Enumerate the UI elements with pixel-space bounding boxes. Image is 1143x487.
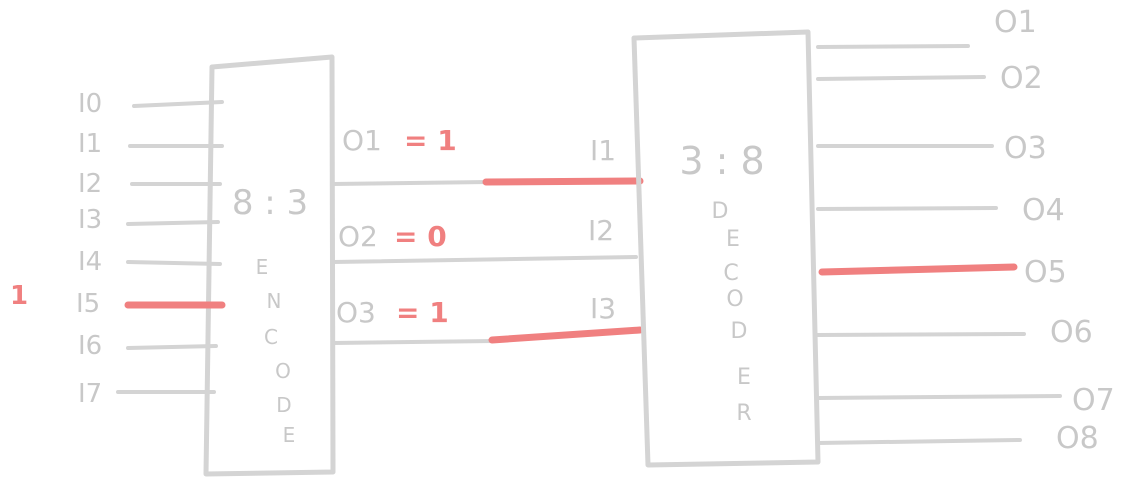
dec-output-o3: O3 bbox=[1004, 131, 1047, 166]
input-label-i2: I2 bbox=[78, 169, 102, 199]
enc-output-o1-value: = 1 bbox=[404, 124, 457, 157]
decoder-letter: R bbox=[736, 401, 751, 426]
decoder-title: 3 : 8 bbox=[679, 139, 764, 183]
wire-out-o6 bbox=[816, 332, 1026, 337]
dec-input-i3: I3 bbox=[590, 292, 616, 325]
enc-output-o1-label: O1 bbox=[342, 124, 382, 157]
wire-o2 bbox=[331, 255, 638, 264]
enc-output-o3-value: = 1 bbox=[396, 296, 449, 329]
decoder-block: 3 : 8 D E C O D E R bbox=[631, 29, 821, 468]
decoder-letter: E bbox=[737, 365, 751, 390]
encoder-title: 8 : 3 bbox=[232, 183, 308, 223]
encoder-input-labels: I0 I1 I2 I3 I4 I5 I6 I7 bbox=[76, 89, 102, 409]
decoder-letter: E bbox=[726, 227, 740, 252]
dec-output-o7: O7 bbox=[1072, 383, 1115, 418]
wire-o3-active bbox=[488, 326, 644, 344]
encoder-letter: O bbox=[275, 359, 291, 383]
dec-input-i2: I2 bbox=[588, 214, 614, 247]
input-label-i3: I3 bbox=[78, 205, 102, 235]
encoder-letter: C bbox=[264, 325, 278, 349]
dec-output-o4: O4 bbox=[1022, 193, 1065, 228]
encoder-vertical-label: E N C O D E bbox=[256, 255, 296, 447]
encoder-block: 8 : 3 E N C O D E bbox=[203, 54, 336, 477]
wire-out-o2 bbox=[816, 75, 986, 81]
input-label-i6: I6 bbox=[78, 331, 102, 361]
link-wires-active bbox=[482, 177, 644, 344]
input-label-i4: I4 bbox=[78, 247, 102, 277]
encoder-input-wires bbox=[116, 100, 224, 394]
wire-out-o8 bbox=[816, 438, 1022, 445]
dec-output-o1: O1 bbox=[994, 5, 1037, 40]
decoder-box bbox=[631, 29, 821, 468]
wire-out-o7 bbox=[816, 394, 1062, 400]
decoder-output-labels: O1 O2 O3 O4 O5 O6 O7 O8 bbox=[994, 5, 1115, 456]
decoder-letter: D bbox=[712, 199, 729, 224]
wire-i0 bbox=[132, 100, 224, 108]
encoder-letter: E bbox=[283, 423, 296, 447]
wire-i4 bbox=[126, 260, 222, 266]
decoder-letter: C bbox=[723, 261, 738, 286]
input-label-i0: I0 bbox=[78, 89, 102, 119]
enc-output-o2-label: O2 bbox=[338, 220, 378, 253]
encoder-letter: D bbox=[276, 393, 291, 417]
dec-output-o6: O6 bbox=[1050, 315, 1093, 350]
wire-out-o5-active bbox=[818, 263, 1018, 276]
wire-i3 bbox=[126, 220, 220, 226]
wire-o3-gray bbox=[331, 339, 496, 345]
wire-o1-gray bbox=[331, 180, 490, 186]
dec-input-i1: I1 bbox=[590, 134, 616, 167]
link-wires bbox=[331, 180, 638, 345]
dec-output-o2: O2 bbox=[1000, 61, 1043, 96]
input-label-i5: I5 bbox=[76, 289, 100, 319]
encoder-box bbox=[203, 54, 336, 477]
decoder-letter: O bbox=[726, 287, 743, 312]
encoder-output-labels: O1 = 1 O2 = 0 O3 = 1 bbox=[336, 124, 457, 329]
wire-o1-active bbox=[482, 177, 644, 186]
decoder-input-labels: I1 I2 I3 bbox=[588, 134, 616, 325]
enc-output-o2-value: = 0 bbox=[394, 220, 447, 253]
dec-output-o5: O5 bbox=[1024, 255, 1067, 290]
decoder-letter: D bbox=[731, 319, 748, 344]
input-label-i7: I7 bbox=[78, 379, 102, 409]
dec-output-o8: O8 bbox=[1056, 421, 1099, 456]
decoder-output-wires bbox=[816, 44, 1062, 445]
decoder-vertical-label: D E C O D E R bbox=[712, 199, 752, 426]
active-input-value: 1 bbox=[10, 281, 28, 311]
encoder-letter: E bbox=[256, 255, 269, 279]
input-label-i1: I1 bbox=[78, 129, 102, 159]
enc-output-o3-label: O3 bbox=[336, 296, 376, 329]
encoder-letter: N bbox=[267, 289, 282, 313]
wire-out-o4 bbox=[816, 206, 998, 211]
wire-out-o1 bbox=[816, 44, 970, 49]
wire-i6 bbox=[126, 344, 218, 350]
